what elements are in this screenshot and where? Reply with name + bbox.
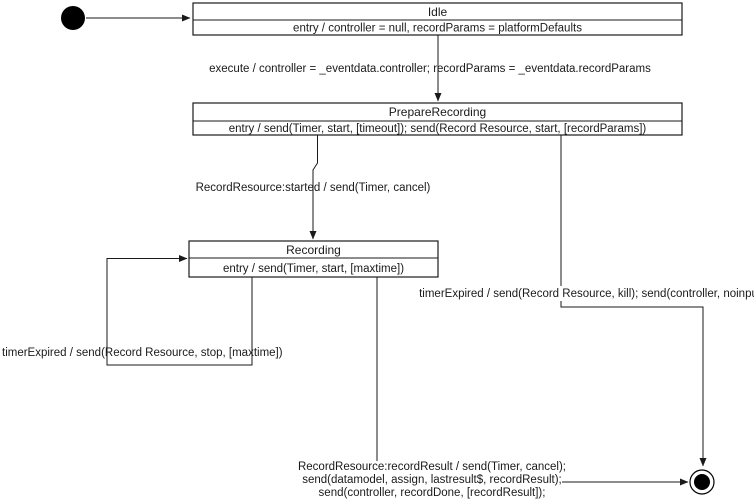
transition-record-result-label-line1: RecordResource:recordResult / send(Timer… [298,461,566,473]
initial-state-dot [61,6,85,30]
state-prepare-recording-entry-action: entry / send(Timer, start, [timeout]); s… [229,123,647,135]
initial-state [61,6,191,30]
transition-timer-expired-stop-label: timerExpired / send(Record Resource, sto… [2,347,283,359]
transition-execute-label: execute / controller = _eventdata.contro… [209,63,651,75]
state-idle-title: Idle [428,5,448,19]
transition-timer-expired-kill-line-lower [560,301,707,467]
state-recording-title: Recording [286,243,341,257]
transition-record-resource-started-line [309,135,318,240]
transition-timer-expired-kill: timerExpired / send(Record Resource, kil… [419,135,754,467]
state-idle-entry-action: entry / controller = null, recordParams … [293,23,582,35]
state-idle: Idle entry / controller = null, recordPa… [192,2,683,36]
state-recording-entry-action: entry / send(Timer, start, [maxtime]) [223,263,404,275]
final-state [689,469,715,495]
transition-record-resource-started: RecordResource:started / send(Timer, can… [196,135,431,240]
transition-timer-expired-stop-line [106,255,253,366]
transition-record-result-label-line2: send(datamodel, assign, lastresult$, rec… [302,474,562,486]
transition-record-result: RecordResource:recordResult / send(Timer… [298,277,689,499]
state-recording-box [188,240,439,278]
state-recording: Recording entry / send(Timer, start, [ma… [188,240,439,278]
transition-timer-expired-kill-label: timerExpired / send(Record Resource, kil… [419,288,754,300]
state-prepare-recording-box [192,102,683,136]
transition-record-result-label-line3: send(controller, recordDone, [recordResu… [319,487,546,499]
state-prepare-recording: PrepareRecording entry / send(Timer, sta… [192,102,683,136]
state-prepare-recording-title: PrepareRecording [389,105,486,119]
transition-record-resource-started-label: RecordResource:started / send(Timer, can… [196,182,431,194]
transition-timer-expired-stop: timerExpired / send(Record Resource, sto… [2,255,283,366]
final-state-dot [694,474,710,490]
transition-execute: execute / controller = _eventdata.contro… [209,35,651,102]
